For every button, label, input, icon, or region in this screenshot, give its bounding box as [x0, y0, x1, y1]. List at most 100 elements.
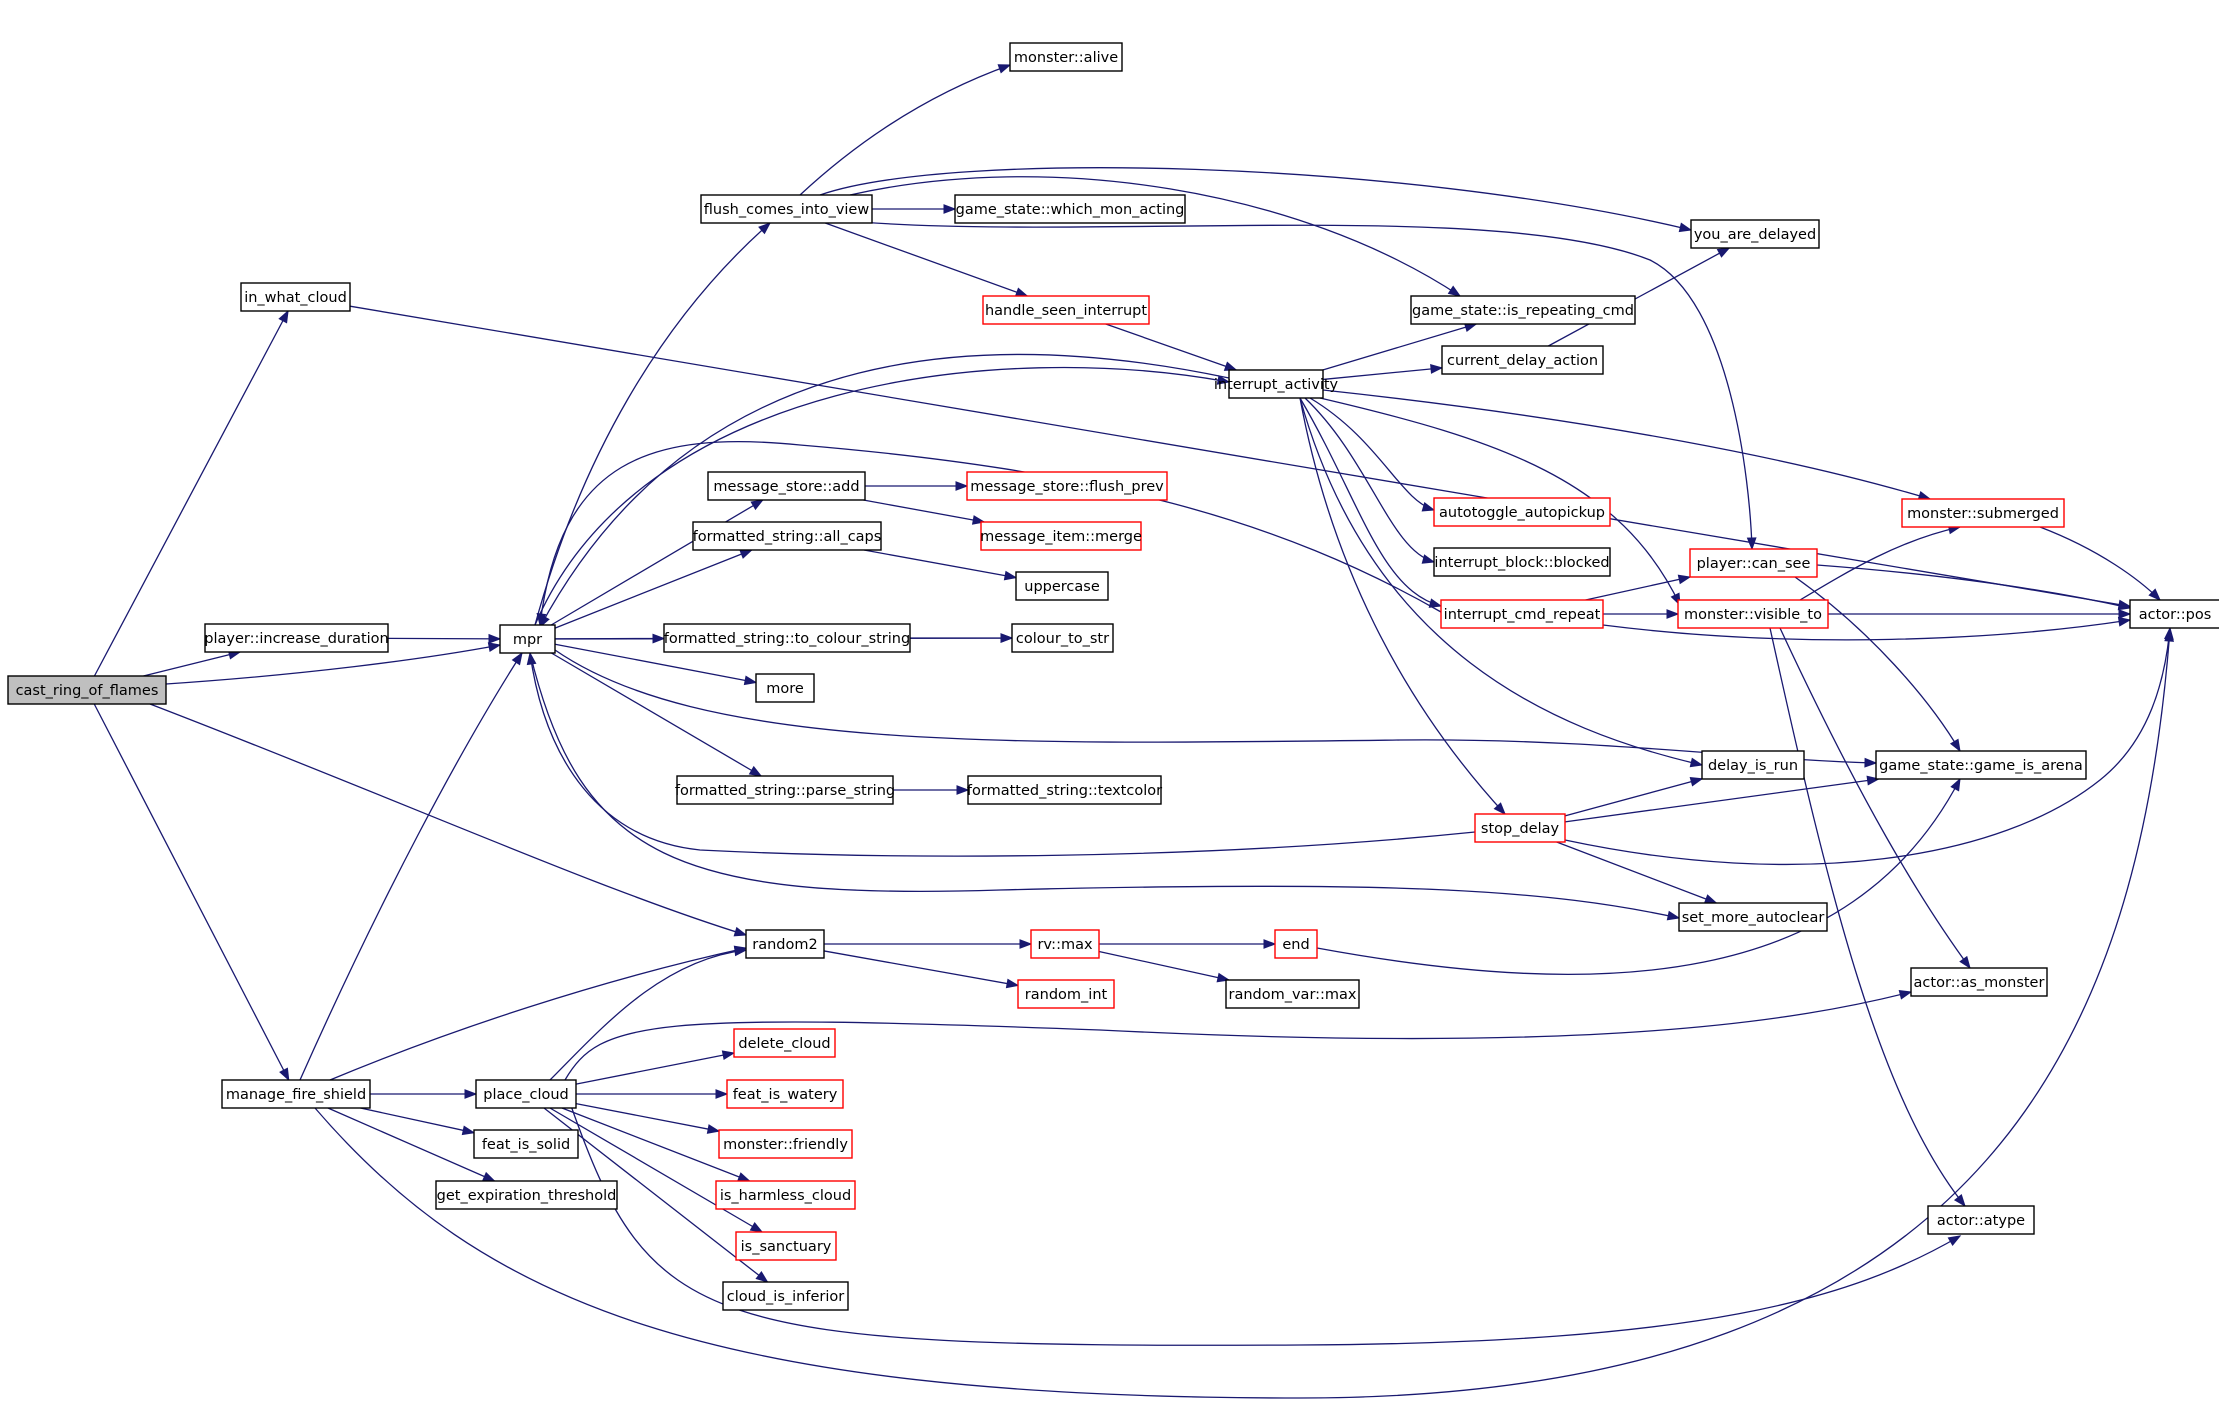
edge-arrowhead [1953, 1193, 1966, 1208]
node-interrupt_cmd_repeat[interactable]: interrupt_cmd_repeat [1440, 599, 1604, 629]
node-monster_submerged[interactable]: monster::submerged [1901, 498, 2065, 528]
node-label: more [766, 681, 804, 697]
node-manage_fire_shield[interactable]: manage_fire_shield [221, 1079, 371, 1109]
node-player_increase_duration[interactable]: player::increase_duration [204, 623, 389, 653]
node-formatted_string_parse_string[interactable]: formatted_string::parse_string [675, 775, 895, 805]
node-actor_pos[interactable]: actor::pos [2129, 599, 2219, 629]
node-cast_ring_of_flames[interactable]: cast_ring_of_flames [7, 675, 167, 705]
node-actor_atype[interactable]: actor::atype [1927, 1205, 2035, 1235]
edge-line [1322, 367, 1443, 381]
edge-line [1098, 950, 1229, 981]
node-stop_delay[interactable]: stop_delay [1474, 813, 1566, 843]
node-box [755, 673, 815, 703]
node-random_var_max[interactable]: random_var::max [1225, 979, 1360, 1009]
node-delete_cloud[interactable]: delete_cloud [733, 1028, 836, 1058]
node-label: colour_to_str [1016, 631, 1109, 647]
edge-monster_submerged-to-actor_pos [2039, 526, 2161, 601]
node-more[interactable]: more [755, 673, 815, 703]
node-feat_is_watery[interactable]: feat_is_watery [726, 1079, 844, 1109]
edge-cast_ring_of_flames-to-manage_fire_shield [93, 703, 290, 1082]
node-label: end [1282, 937, 1309, 953]
edge-interrupt_activity-to-stop_delay [1299, 397, 1506, 816]
node-interrupt_activity[interactable]: interrupt_activity [1214, 369, 1339, 399]
edge-place_cloud-to-actor_atype [569, 1102, 1962, 1346]
node-monster_friendly[interactable]: monster::friendly [718, 1129, 853, 1159]
edge-arrowhead [1949, 738, 1961, 753]
edge-line [1556, 841, 1717, 904]
node-box [980, 521, 1142, 551]
node-message_item_merge[interactable]: message_item::merge [980, 521, 1142, 551]
edge-line [1319, 397, 1681, 606]
node-box [722, 1281, 849, 1311]
node-cloud_is_inferior[interactable]: cloud_is_inferior [722, 1281, 849, 1311]
node-actor_as_monster[interactable]: actor::as_monster [1910, 967, 2048, 997]
node-delay_is_run[interactable]: delay_is_run [1701, 750, 1805, 780]
edge-line [539, 440, 1442, 626]
node-label: set_more_autoclear [1682, 910, 1825, 926]
edge-arrowhead [464, 1089, 478, 1099]
node-label: monster::alive [1014, 50, 1118, 66]
node-feat_is_solid[interactable]: feat_is_solid [473, 1129, 579, 1159]
node-box [2129, 599, 2219, 629]
node-box [1225, 979, 1360, 1009]
node-box [1410, 295, 1636, 325]
node-player_can_see[interactable]: player::can_see [1689, 548, 1818, 578]
node-uppercase[interactable]: uppercase [1015, 571, 1109, 601]
node-random_int[interactable]: random_int [1017, 979, 1115, 1009]
edge-line [554, 549, 752, 629]
edge-arrowhead [1716, 247, 1731, 258]
node-flush_comes_into_view[interactable]: flush_comes_into_view [700, 194, 873, 224]
node-you_are_delayed[interactable]: you_are_delayed [1690, 219, 1820, 249]
edge-place_cloud-to-feat_is_watery [576, 1089, 729, 1099]
node-interrupt_block_blocked[interactable]: interrupt_block::blocked [1433, 547, 1611, 577]
edge-arrowhead [2118, 609, 2132, 619]
node-random2[interactable]: random2 [745, 929, 825, 959]
node-get_expiration_threshold[interactable]: get_expiration_threshold [435, 1180, 618, 1210]
node-is_sanctuary[interactable]: is_sanctuary [735, 1231, 837, 1261]
node-place_cloud[interactable]: place_cloud [475, 1079, 577, 1109]
node-message_store_add[interactable]: message_store::add [707, 471, 866, 501]
node-monster_alive[interactable]: monster::alive [1009, 42, 1123, 72]
node-game_state_is_repeating_cmd[interactable]: game_state::is_repeating_cmd [1410, 295, 1636, 325]
edge-line [825, 222, 1028, 297]
node-game_state_game_is_arena[interactable]: game_state::game_is_arena [1875, 750, 2087, 780]
edge-arrowhead [1005, 978, 1020, 989]
node-set_more_autoclear[interactable]: set_more_autoclear [1678, 902, 1828, 932]
edge-arrowhead [279, 1067, 290, 1082]
node-game_state_which_mon_acting[interactable]: game_state::which_mon_acting [954, 194, 1186, 224]
node-is_harmless_cloud[interactable]: is_harmless_cloud [715, 1180, 856, 1210]
node-monster_visible_to[interactable]: monster::visible_to [1677, 599, 1829, 629]
node-message_store_flush_prev[interactable]: message_store::flush_prev [966, 471, 1168, 501]
edge-arrowhead [956, 785, 970, 795]
edge-line [327, 1107, 495, 1182]
node-box [240, 282, 351, 312]
edge-arrowhead [1428, 598, 1443, 608]
node-formatted_string_textcolor[interactable]: formatted_string::textcolor [967, 775, 1162, 805]
node-mpr[interactable]: mpr [499, 624, 556, 654]
edge-line [165, 644, 501, 685]
edge-arrowhead [733, 926, 748, 937]
edge-arrowhead [1447, 285, 1462, 297]
edge-line [1299, 397, 1703, 766]
node-label: is_harmless_cloud [720, 1188, 851, 1204]
node-end[interactable]: end [1274, 929, 1318, 959]
node-in_what_cloud[interactable]: in_what_cloud [240, 282, 351, 312]
node-handle_seen_interrupt[interactable]: handle_seen_interrupt [982, 295, 1150, 325]
node-formatted_string_all_caps[interactable]: formatted_string::all_caps [692, 521, 882, 551]
node-colour_to_str[interactable]: colour_to_str [1011, 623, 1114, 653]
node-box [1927, 1205, 2035, 1235]
edge-line [1794, 576, 1961, 752]
node-label: cast_ring_of_flames [16, 683, 159, 699]
node-autotoggle_autopickup[interactable]: autotoggle_autopickup [1433, 497, 1611, 527]
edge-line [863, 549, 1017, 579]
node-label: interrupt_activity [1214, 377, 1339, 393]
node-formatted_string_to_colour_string[interactable]: formatted_string::to_colour_string [663, 623, 911, 653]
node-label: stop_delay [1481, 821, 1560, 837]
node-box [1678, 902, 1828, 932]
edge-interrupt_activity-to-interrupt_cmd_repeat [1299, 397, 1443, 608]
node-box [1901, 498, 2065, 528]
edge-arrowhead [750, 499, 765, 511]
node-current_delay_action[interactable]: current_delay_action [1441, 345, 1604, 375]
node-rv_max[interactable]: rv::max [1030, 929, 1100, 959]
edge-place_cloud-to-random2 [549, 946, 748, 1081]
